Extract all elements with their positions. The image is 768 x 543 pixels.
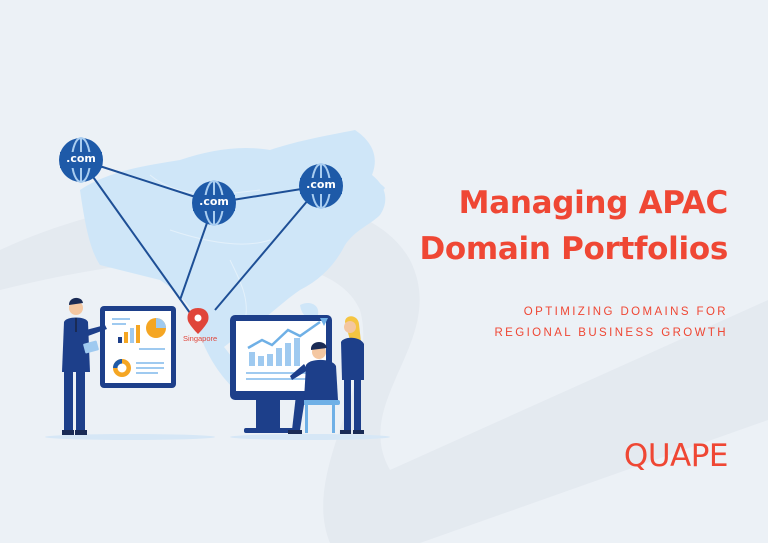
map-pin-icon xyxy=(187,308,209,334)
subtitle-line-2: REGIONAL BUSINESS GROWTH xyxy=(494,327,728,339)
title-line-2: Domain Portfolios xyxy=(419,231,728,267)
presentation-board-left xyxy=(100,306,176,388)
brand-logo: QUAPE xyxy=(623,438,729,474)
globe-icon xyxy=(59,137,103,183)
businesswoman xyxy=(340,316,364,434)
globe-node-label: .com xyxy=(199,195,229,208)
seated-businessman xyxy=(288,342,340,434)
subtitle-line-1: OPTIMIZING DOMAINS FOR xyxy=(523,306,728,318)
subtitle: OPTIMIZING DOMAINS FOR REGIONAL BUSINESS… xyxy=(494,302,728,344)
globe-node-label: .com xyxy=(306,178,336,191)
title-line-1: Managing APAC xyxy=(458,185,729,221)
location-label: Singapore xyxy=(183,334,218,343)
globe-icon xyxy=(299,163,343,209)
businessman-presenter xyxy=(62,297,107,435)
page-title: Managing APAC Domain Portfolios xyxy=(419,180,728,272)
globe-icon xyxy=(192,180,236,226)
globe-node-label: .com xyxy=(66,152,96,165)
